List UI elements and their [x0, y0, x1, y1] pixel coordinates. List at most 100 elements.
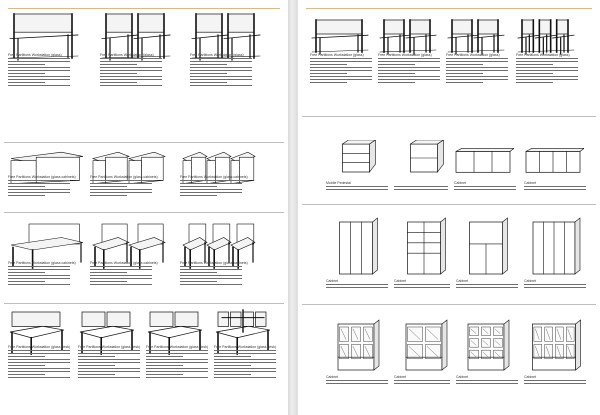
spec-line: [378, 72, 416, 75]
spec-line: [378, 63, 416, 66]
spec-line: [8, 376, 70, 379]
spec-line: [8, 180, 70, 182]
spec-lines: [8, 58, 70, 88]
product-caption: Cabinet: [394, 375, 407, 379]
spec-line: [90, 191, 152, 194]
spec-line: [190, 84, 252, 87]
spec-line: [310, 58, 372, 60]
spec-line: [446, 66, 508, 69]
spec-line: [78, 373, 116, 376]
spec-line: [180, 191, 242, 194]
spec-line: [78, 358, 140, 361]
spec-line: [8, 60, 70, 63]
spec-line: [394, 382, 450, 385]
spec-line: [310, 81, 348, 84]
spec-line: [378, 69, 440, 72]
spec-lines: [90, 266, 152, 287]
spec-line: [310, 72, 348, 75]
single-desk-screen-icon: [10, 223, 84, 269]
spec-line: [214, 373, 252, 376]
product-caption: Cabinet: [524, 279, 537, 283]
spec-line: [394, 188, 448, 191]
long-desk-screen-icon: [182, 223, 256, 269]
product-caption: Free Partitions Workstation (glass desk): [214, 345, 276, 349]
spec-line: [524, 186, 586, 188]
product-caption: Cabinet: [524, 181, 537, 185]
spec-line: [8, 188, 70, 191]
spec-line: [446, 69, 508, 72]
product-caption: Free Partitions Workstation (glass): [8, 53, 62, 57]
spec-line: [8, 182, 70, 185]
spec-line: [378, 58, 440, 60]
spec-line: [146, 373, 184, 376]
spec-line: [100, 60, 162, 63]
product-caption: Cabinet: [456, 279, 469, 283]
two-seat-bench-icon: [379, 19, 437, 55]
spec-line: [78, 352, 140, 355]
spec-line: [310, 63, 348, 66]
spec-line: [8, 185, 46, 188]
spec-lines: [394, 284, 450, 290]
spec-line: [78, 376, 140, 379]
spec-line: [516, 63, 554, 66]
spec-line: [180, 194, 218, 197]
spec-line: [8, 78, 70, 81]
grid-bookcase-icon: [467, 319, 510, 371]
left-page: Free Partitions Workstation (glass) Free …: [0, 0, 288, 415]
spec-line: [180, 277, 242, 280]
four-seat-bench-icon: [447, 19, 505, 55]
product-caption: Cabinet: [456, 375, 469, 379]
spec-line: [8, 58, 70, 60]
four-seat-l-workstation-icon: [191, 13, 261, 61]
product-caption: Cabinet: [326, 375, 339, 379]
section-divider: [4, 212, 284, 213]
spec-line: [8, 364, 46, 367]
spec-lines: [8, 180, 70, 198]
spec-lines: [100, 58, 162, 88]
spec-line: [90, 180, 152, 182]
spec-line: [8, 274, 70, 277]
spec-line: [310, 66, 372, 69]
spec-line: [516, 60, 578, 63]
spec-line: [180, 185, 218, 188]
product-caption: Free Partitions Workstation (glass): [190, 53, 244, 57]
spec-lines: [8, 350, 70, 380]
spec-line: [78, 350, 140, 352]
spec-line: [326, 286, 388, 289]
accent-rule: [8, 8, 280, 9]
spec-lines: [524, 284, 586, 290]
spec-line: [214, 355, 252, 358]
spec-line: [180, 266, 242, 268]
product-caption: Free Partitions Workstation (glass): [310, 53, 364, 57]
product-caption: Free Partitions Workstation (glass cabin…: [8, 261, 76, 265]
spec-lines: [394, 380, 450, 386]
spec-line: [8, 352, 70, 355]
section-divider: [4, 142, 284, 143]
spec-line: [190, 72, 228, 75]
spec-line: [454, 186, 516, 188]
spec-line: [516, 66, 578, 69]
spec-line: [326, 380, 388, 382]
single-seat-workstation-icon: [311, 19, 369, 55]
product-caption: Mobile Pedestal: [326, 181, 351, 185]
wide-wardrobe-icon: [532, 217, 581, 275]
spec-line: [8, 72, 46, 75]
spec-lines: [378, 58, 440, 85]
spec-line: [190, 60, 252, 63]
spec-line: [456, 284, 518, 286]
spec-lines: [456, 284, 518, 290]
spec-line: [8, 358, 70, 361]
spec-line: [516, 75, 578, 78]
spec-line: [78, 367, 140, 370]
spec-line: [100, 84, 162, 87]
spec-line: [8, 75, 70, 78]
spec-lines: [180, 180, 242, 198]
spec-line: [524, 188, 586, 191]
spec-line: [78, 361, 140, 364]
spec-line: [8, 69, 70, 72]
spec-line: [310, 78, 372, 81]
spec-line: [8, 66, 70, 69]
spec-line: [190, 63, 228, 66]
spec-line: [90, 274, 152, 277]
spec-line: [394, 286, 450, 289]
